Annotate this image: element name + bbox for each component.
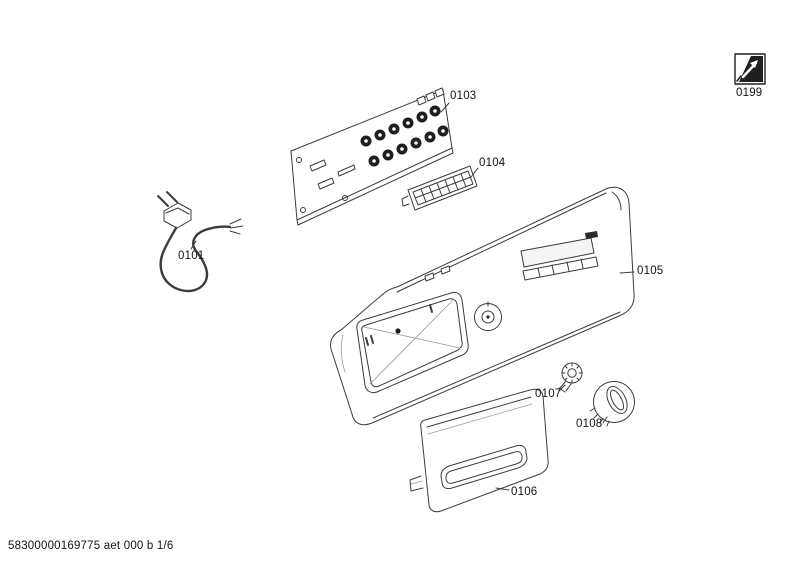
document-code: 58300000169775 aet 000 b 1/6 [8, 540, 174, 552]
hinge-marks [365, 335, 374, 346]
knob-grip [606, 386, 628, 414]
module-tab [401, 195, 410, 207]
connector-tab [425, 91, 436, 102]
leader-0106 [495, 487, 510, 491]
part-label-0103: 0103 [450, 90, 477, 102]
display-module-0104 [401, 165, 478, 211]
cable [159, 225, 232, 293]
connector-tab [434, 87, 445, 98]
pin-grid [420, 173, 467, 203]
wire-ends [229, 218, 244, 235]
part-label-0105: 0105 [637, 265, 664, 277]
leader-0101 [190, 240, 197, 250]
part-label-0106: 0106 [511, 486, 538, 498]
plug-pin [166, 191, 178, 203]
button-strip [522, 256, 599, 281]
pcb-slot [317, 177, 335, 190]
knob-body [593, 381, 635, 423]
part-label-0199: 0199 [736, 87, 763, 99]
clip-tab [440, 265, 451, 275]
leader-lines [190, 102, 635, 491]
leader-0104 [470, 167, 479, 178]
symbol-arrowhead [750, 60, 758, 68]
window-opening [356, 291, 469, 394]
direction-symbol-0199 [734, 53, 766, 85]
fascia-outline [330, 186, 635, 426]
display-cell [585, 231, 598, 239]
part-label-0107: 0107 [535, 388, 562, 400]
pcb-slot [309, 159, 327, 172]
knob-shading [589, 407, 610, 427]
knurl-ticks [561, 362, 583, 384]
handle-recess [440, 444, 528, 490]
pcb-module-0103 [290, 87, 454, 226]
plug-pin [157, 195, 169, 207]
pcb-buttons [360, 105, 449, 167]
leader-0103 [440, 102, 450, 113]
leader-0105 [619, 271, 635, 274]
part-label-0108: 0108 [576, 418, 603, 430]
leader-0108 [602, 416, 608, 424]
mounting-hole [300, 207, 306, 213]
insert-stem [558, 380, 572, 393]
part-label-0104: 0104 [479, 157, 506, 169]
pivot-dot [395, 328, 401, 334]
mounting-hole [296, 157, 302, 163]
mounting-hole [342, 195, 348, 201]
control-panel-0105 [330, 186, 635, 426]
drawer-tab [409, 475, 424, 492]
dispenser-drawer-0106 [409, 388, 549, 513]
construction-lines [363, 298, 461, 385]
display-window [520, 237, 595, 268]
clip-tab [424, 272, 435, 282]
plug-body [163, 202, 192, 229]
control-knob-0108 [589, 381, 635, 427]
leader-0107 [558, 384, 566, 392]
power-cord-0101 [157, 191, 244, 293]
part-label-0101: 0101 [178, 250, 205, 262]
connector-tab [416, 95, 427, 106]
pcb-slot [337, 164, 356, 177]
retainer-0107 [558, 362, 583, 393]
